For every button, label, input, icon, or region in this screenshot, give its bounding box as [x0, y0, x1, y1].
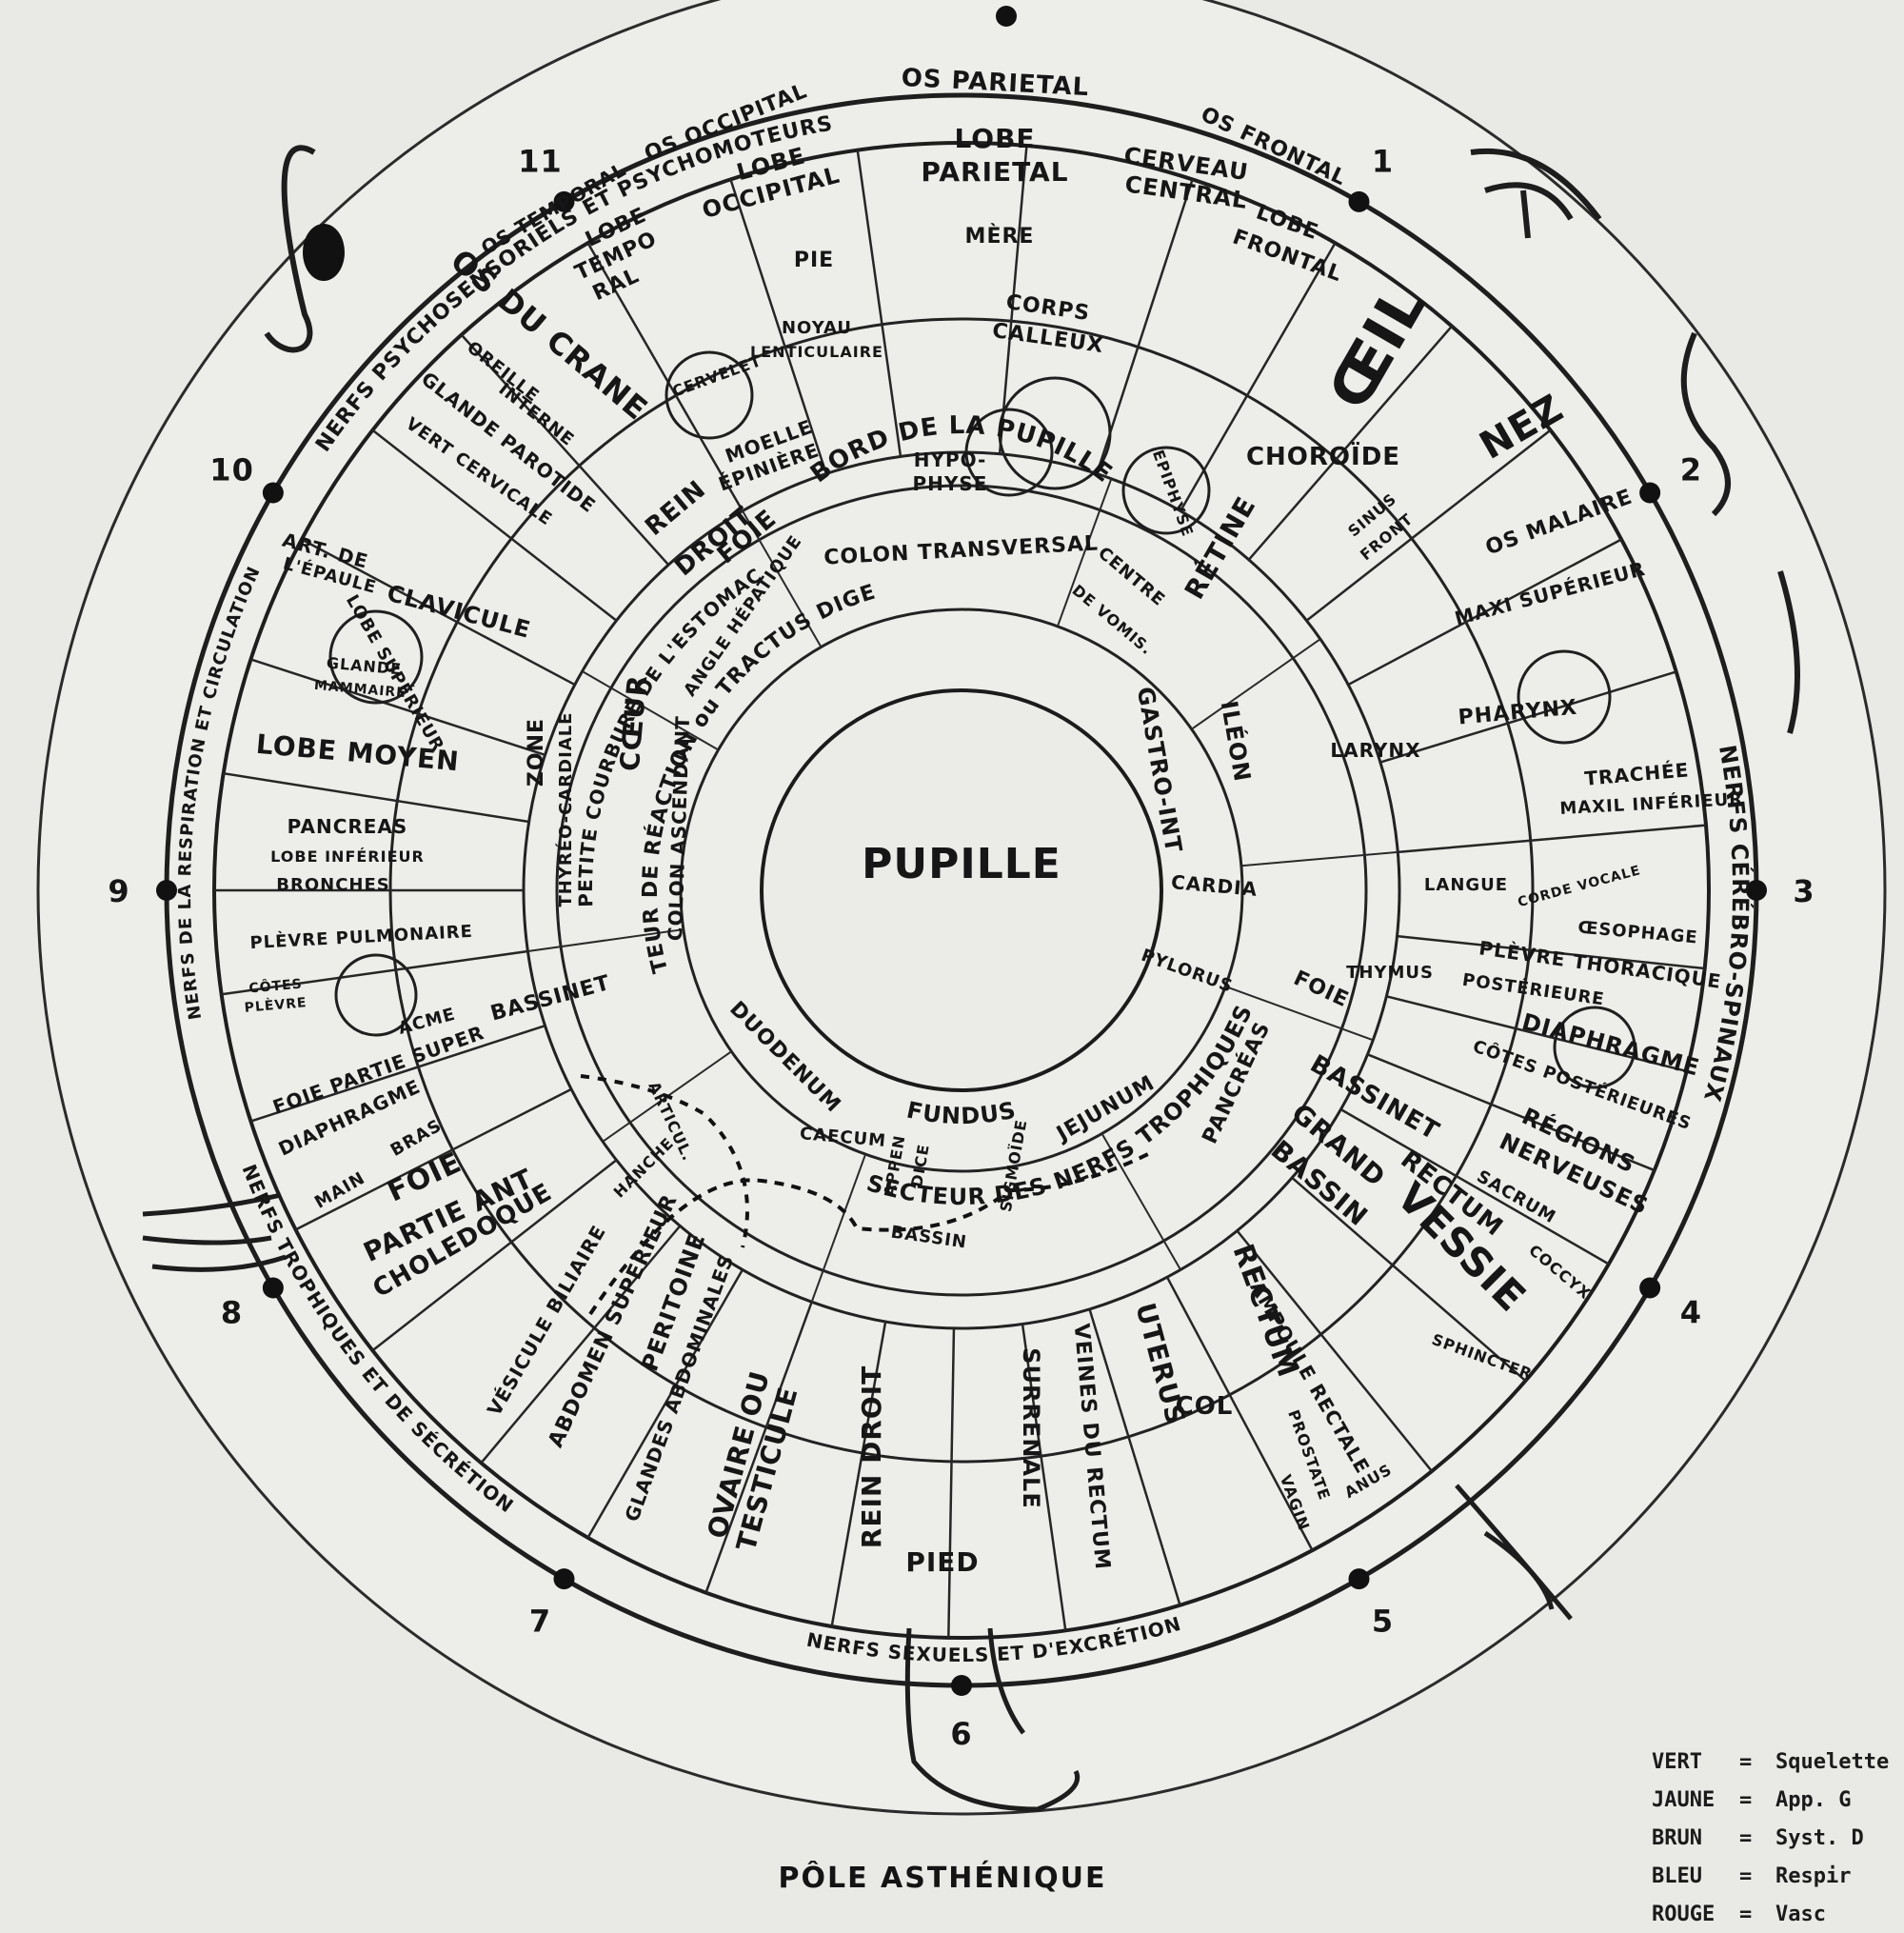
- legend-equals: =: [1739, 1863, 1753, 1888]
- foot-icon: [904, 1627, 1080, 1812]
- noyau-0-label: NOYAU: [782, 318, 852, 338]
- legend-equals: =: [1739, 1902, 1753, 1926]
- pancreas-l-label: PANCREAS: [288, 815, 408, 838]
- legend-row: JAUNE = App. G: [1652, 1781, 1904, 1819]
- clock-number: 5: [1372, 1603, 1394, 1639]
- hypophyse-0-label: HYPO-: [914, 448, 987, 471]
- clock-marker-dot: [1639, 1277, 1661, 1299]
- sector-dividers: [214, 145, 1707, 1638]
- legend-equals: =: [1739, 1825, 1753, 1850]
- legend-description: Vasc: [1775, 1902, 1826, 1926]
- legend-color: ROUGE: [1652, 1902, 1716, 1926]
- zone-thyreo-1-label: THYRÉO-CARDIALE: [555, 712, 576, 907]
- clock-marker-dot: [1348, 1568, 1370, 1590]
- pie-mere-1-label: MÈRE: [965, 224, 1035, 249]
- clock-marker-dot: [1348, 190, 1370, 212]
- plevre-label: PLÈVRE: [244, 994, 307, 1016]
- hand-icon: [142, 1192, 287, 1272]
- clock-markers: 1 2 3 4 5 6 7 8 9 10 11: [108, 6, 1815, 1752]
- clock-marker-dot: [553, 190, 575, 212]
- legend-row: BLEU = Respir: [1652, 1857, 1904, 1895]
- surrenale-label: SURRENALE: [1018, 1347, 1044, 1508]
- hypophyse-1-label: PHYSE: [913, 472, 988, 495]
- inner-dividers: [527, 478, 1398, 1303]
- legend-equals: =: [1739, 1749, 1753, 1774]
- rein-droit-label: REIN DROIT: [856, 1365, 887, 1548]
- legend-color: BRUN: [1652, 1825, 1702, 1850]
- clock-marker-dot: [951, 1675, 972, 1696]
- clock-marker-dot: [1639, 482, 1661, 504]
- legend-description: App. G: [1775, 1787, 1852, 1812]
- pupil-circle: [760, 688, 1163, 1092]
- legend-color: VERT: [1652, 1749, 1702, 1774]
- larynx-label: LARYNX: [1330, 739, 1420, 762]
- dotted-pathway: [588, 1150, 1153, 1316]
- ear-icon: [264, 145, 316, 353]
- cotes-label: CÔTES: [248, 975, 304, 997]
- legend-row: ROUGE = Vasc: [1652, 1895, 1904, 1933]
- clock-number: 1: [1372, 144, 1394, 180]
- chart-caption: PÔLE ASTHÉNIQUE: [778, 1862, 1107, 1895]
- clock-number: 9: [108, 873, 129, 909]
- clock-number: 6: [950, 1716, 972, 1752]
- legend-color: BLEU: [1652, 1863, 1702, 1888]
- clock-number: 4: [1680, 1295, 1702, 1331]
- genital-icon: [1455, 1484, 1573, 1621]
- legend-row: BRUN = Syst. D: [1652, 1819, 1904, 1857]
- col-label: COL: [1176, 1392, 1234, 1421]
- lobe-parietal-1-label: PARIETAL: [921, 156, 1068, 188]
- clock-number: 7: [529, 1603, 551, 1639]
- clock-number: 11: [518, 144, 563, 180]
- bronches-label: BRONCHES: [276, 875, 389, 895]
- clock-number: 2: [1680, 452, 1702, 488]
- clock-marker-dot: [553, 1568, 575, 1590]
- legend-description: Respir: [1775, 1863, 1852, 1888]
- legend-color: JAUNE: [1652, 1787, 1716, 1812]
- zone-thyreo-0-label: ZONE: [525, 718, 548, 787]
- noyau-1-label: LENTICULAIRE: [750, 343, 883, 361]
- legend-description: Squelette: [1775, 1749, 1890, 1774]
- langue-label: LANGUE: [1424, 875, 1508, 895]
- nose-icon: [1680, 331, 1800, 734]
- legend-row: VERT = Squelette: [1652, 1743, 1904, 1781]
- lobe-parietal-0-label: LOBE: [954, 123, 1035, 154]
- choroide-label: CHOROÏDE: [1246, 441, 1400, 471]
- legend-description: Syst. D: [1775, 1825, 1864, 1850]
- clock-marker-dot: [156, 880, 177, 901]
- eye-icon: [1470, 148, 1602, 239]
- clock-number: 8: [221, 1295, 243, 1331]
- organ-circles: [328, 350, 1636, 1089]
- lobe-inferieur-label: LOBE INFÉRIEUR: [270, 847, 425, 866]
- clock-marker-dot: [1746, 880, 1767, 901]
- legend-equals: =: [1739, 1787, 1753, 1812]
- pupil-label: PUPILLE: [862, 840, 1061, 888]
- pied-label: PIED: [905, 1546, 979, 1578]
- clock-marker-dot: [262, 482, 284, 504]
- pie-mere-0-label: PIE: [794, 249, 834, 272]
- clock-marker-dot: [262, 1277, 284, 1299]
- clock-number: 10: [209, 452, 254, 488]
- thymus-label: THYMUS: [1346, 963, 1434, 983]
- clock-number: 3: [1793, 873, 1815, 909]
